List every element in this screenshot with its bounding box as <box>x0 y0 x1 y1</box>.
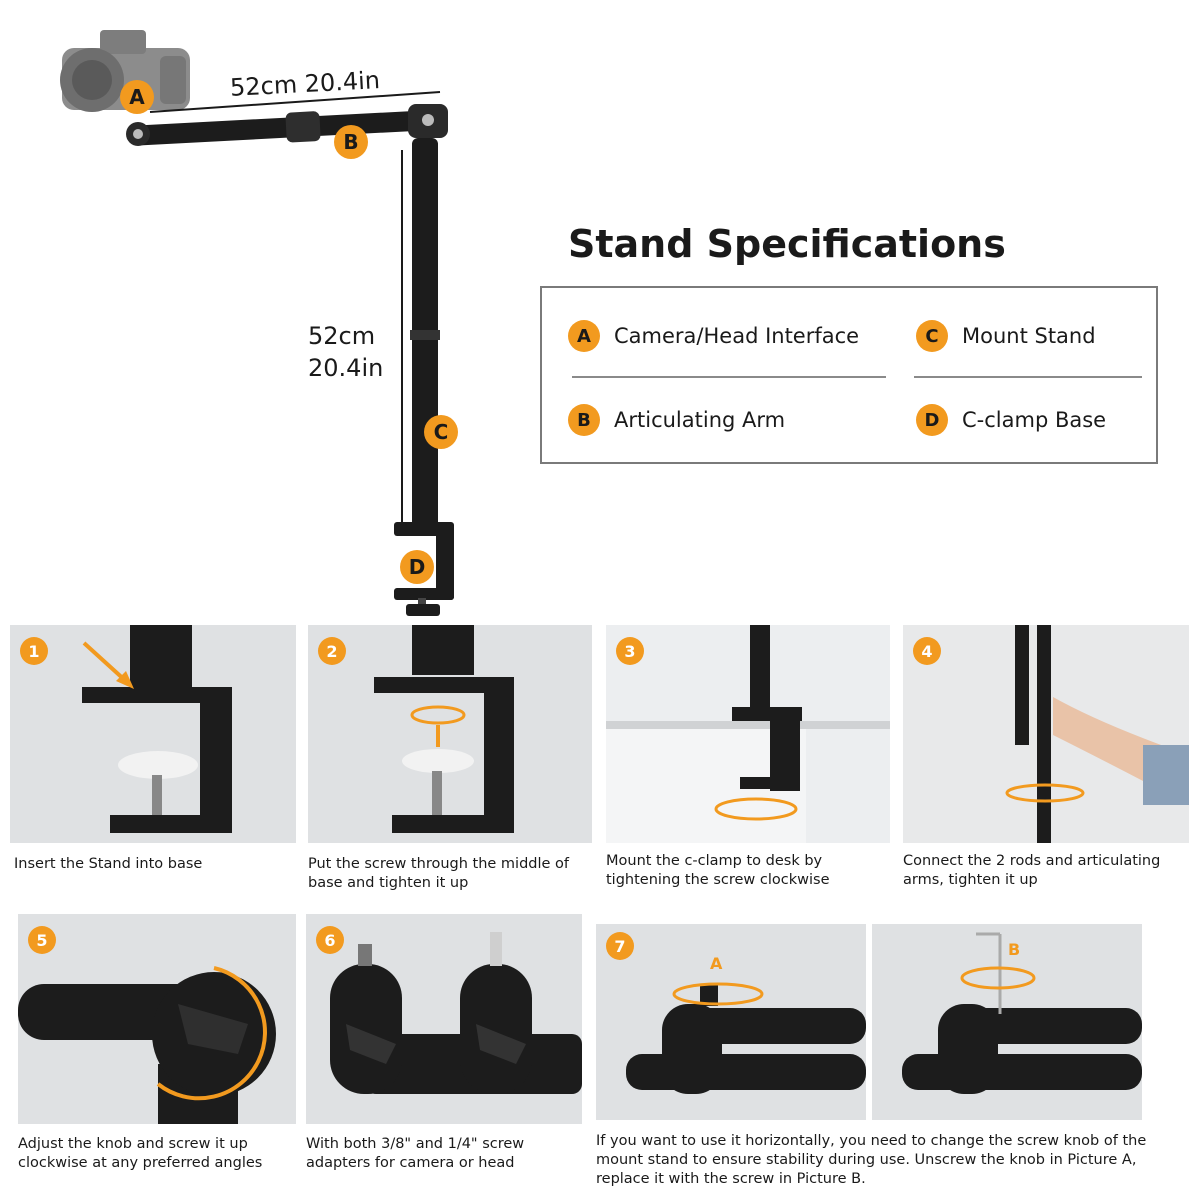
badge-d: D <box>400 550 434 584</box>
screw-through-illustration <box>374 625 514 833</box>
step-number: 7 <box>606 932 634 960</box>
step-5-image: 5 <box>18 914 296 1124</box>
connect-rods-illustration <box>1005 625 1189 843</box>
spec-badge: A <box>568 320 600 352</box>
step-1-image: 1 <box>10 625 296 843</box>
screw-adapters-illustration <box>330 932 582 1094</box>
screw-picture-b-illustration <box>902 932 1142 1094</box>
spec-item-b: B Articulating Arm <box>568 404 785 436</box>
picture-a: A <box>596 924 866 1120</box>
spec-title: Stand Specifications <box>568 222 1006 266</box>
step-3-image: 3 <box>606 625 890 843</box>
knob-picture-a-illustration <box>626 982 866 1094</box>
spec-item-c: C Mount Stand <box>916 320 1096 352</box>
dimension-vertical-cm: 52cm <box>308 322 376 350</box>
divider <box>914 376 1142 378</box>
spec-box: A Camera/Head Interface C Mount Stand B … <box>540 286 1158 464</box>
articulating-arm <box>126 104 448 146</box>
knob-adjust-illustration <box>18 966 276 1124</box>
spec-label: Articulating Arm <box>614 408 786 432</box>
dimension-vertical-in: 20.4in <box>308 354 384 382</box>
clamp-insert-illustration <box>82 625 232 833</box>
step-1-caption: Insert the Stand into base <box>14 856 203 872</box>
step-6-image: 6 <box>306 914 582 1124</box>
step-number: 3 <box>616 637 644 665</box>
step-7-caption: If you want to use it horizontally, you … <box>596 1133 1147 1187</box>
c-clamp-base <box>394 522 454 616</box>
camera-image <box>60 30 190 112</box>
picture-b-label: B <box>1008 940 1021 959</box>
step-5-caption: Adjust the knob and screw it up clockwis… <box>18 1136 263 1171</box>
mount-stand <box>401 138 440 528</box>
badge-a: A <box>120 80 154 114</box>
spec-item-a: A Camera/Head Interface <box>568 320 859 352</box>
step-number: 5 <box>28 926 56 954</box>
spec-label: C-clamp Base <box>962 408 1107 432</box>
picture-a-label: A <box>710 954 723 973</box>
step-2-caption: Put the screw through the middle of base… <box>308 856 570 891</box>
step-number: 2 <box>318 637 346 665</box>
step-3-caption: Mount the c-clamp to desk by tightening … <box>606 853 830 888</box>
divider <box>572 376 886 378</box>
step-4-image: 4 <box>903 625 1189 843</box>
spec-badge: C <box>916 320 948 352</box>
picture-b: B <box>872 924 1142 1120</box>
spec-item-d: D C-clamp Base <box>916 404 1106 436</box>
spec-badge: D <box>916 404 948 436</box>
step-number: 4 <box>913 637 941 665</box>
spec-badge: B <box>568 404 600 436</box>
step-4-caption: Connect the 2 rods and articulating arms… <box>903 853 1161 888</box>
step-2-image: 2 <box>308 625 592 843</box>
step-number: 1 <box>20 637 48 665</box>
badge-b: B <box>334 125 368 159</box>
step-7-container: A B 7 <box>596 914 1190 1124</box>
step-number: 6 <box>316 926 344 954</box>
spec-label: Camera/Head Interface <box>614 324 860 348</box>
desk-mount-illustration <box>606 625 890 843</box>
step-6-caption: With both 3/8" and 1/4" screw adapters f… <box>306 1136 525 1171</box>
badge-c: C <box>424 415 458 449</box>
spec-label: Mount Stand <box>962 324 1096 348</box>
